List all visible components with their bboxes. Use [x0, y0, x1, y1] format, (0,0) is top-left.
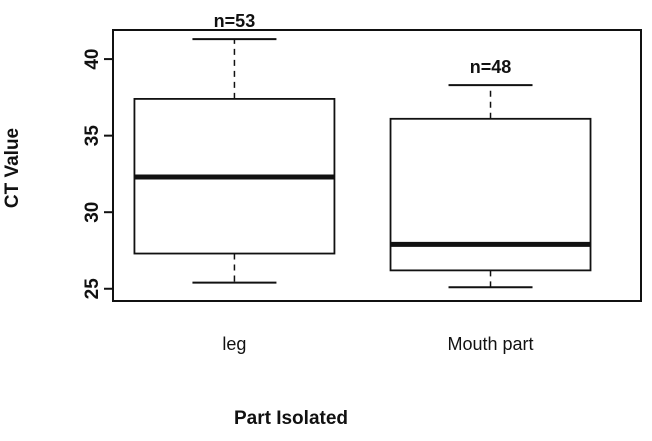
- x-axis-title: Part Isolated: [233, 408, 349, 429]
- x-category-label: leg: [222, 334, 246, 354]
- count-label: n=48: [470, 57, 512, 77]
- x-category-label: Mouth part: [447, 334, 533, 354]
- y-tick-label: 40: [82, 49, 103, 70]
- count-label: n=53: [214, 11, 256, 31]
- y-axis-title: CT Value: [2, 127, 23, 209]
- iqr-box: [389, 117, 592, 272]
- y-tick-label: 25: [82, 278, 103, 300]
- plot-frame: [112, 29, 642, 302]
- y-tick-label: 30: [82, 202, 103, 223]
- y-tick-label: 35: [82, 125, 103, 147]
